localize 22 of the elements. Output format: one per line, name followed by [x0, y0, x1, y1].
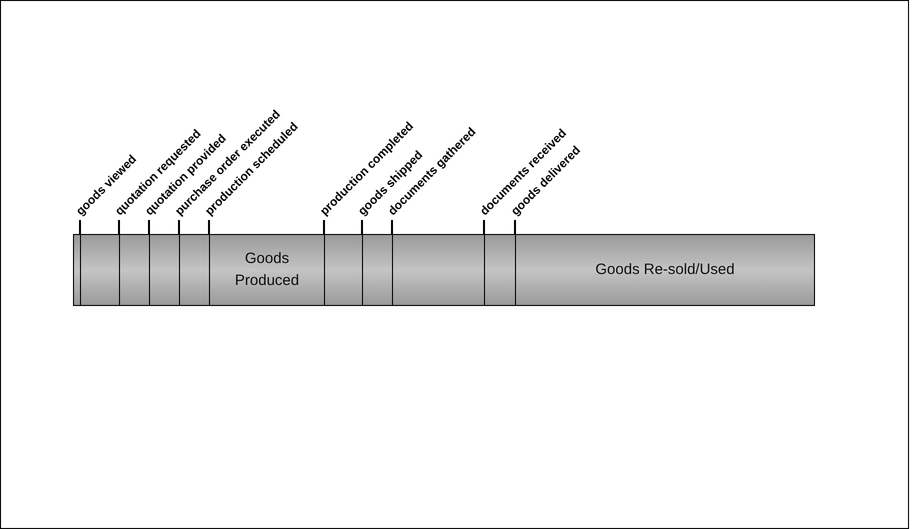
- empty-segment: [180, 234, 210, 306]
- tick-line: [148, 220, 150, 234]
- tick-line: [118, 220, 120, 234]
- tick-line: [208, 220, 210, 234]
- segment-label: Goods Re-sold/Used: [594, 260, 736, 280]
- phase-segment: [516, 234, 815, 306]
- segment-label: Goods Produced: [234, 249, 300, 291]
- empty-segment: [120, 234, 150, 306]
- tick-line: [79, 220, 81, 234]
- empty-segment: [325, 234, 363, 306]
- empty-segment: [150, 234, 180, 306]
- tick-line: [361, 220, 363, 234]
- tick-line: [391, 220, 393, 234]
- empty-segment: [363, 234, 393, 306]
- tick-line: [514, 220, 516, 234]
- tick-line: [178, 220, 180, 234]
- empty-segment: [81, 234, 120, 306]
- tick-line: [323, 220, 325, 234]
- empty-segment: [485, 234, 516, 306]
- tick-line: [483, 220, 485, 234]
- phase-segment: [210, 234, 325, 306]
- empty-segment: [73, 234, 81, 306]
